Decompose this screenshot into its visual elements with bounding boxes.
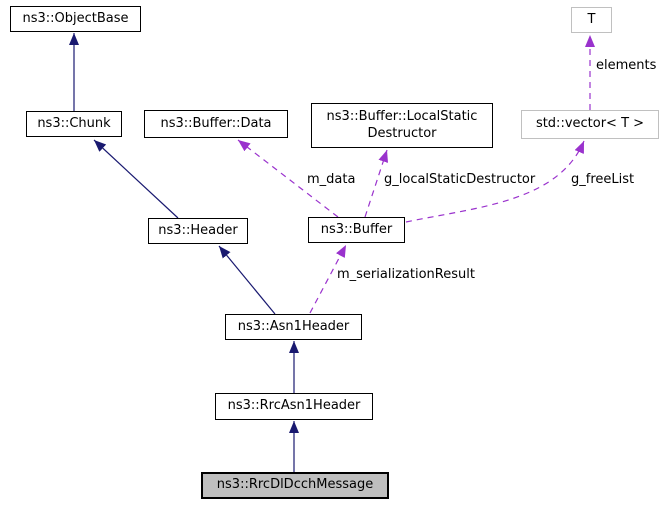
class-node-std-vector-t: std::vector< T > xyxy=(521,110,659,139)
class-node-ns3-rrcdldcchmessage-current: ns3::RrcDlDcchMessage xyxy=(201,472,389,499)
class-node-ns3-header[interactable]: ns3::Header xyxy=(148,218,248,244)
edge-label-g-localstaticdestructor: g_localStaticDestructor xyxy=(384,172,536,187)
edge-header-to-chunk xyxy=(93,139,179,219)
class-node-ns3-objectbase[interactable]: ns3::ObjectBase xyxy=(10,6,141,32)
edge-label-m-serializationresult: m_serializationResult xyxy=(337,267,475,282)
class-node-t: T xyxy=(571,7,612,33)
class-node-ns3-buffer-localstaticdestructor[interactable]: ns3::Buffer::LocalStatic Destructor xyxy=(311,103,493,148)
class-node-ns3-chunk[interactable]: ns3::Chunk xyxy=(26,111,122,137)
class-node-ns3-rrcasn1header[interactable]: ns3::RrcAsn1Header xyxy=(215,393,373,420)
edge-label-elements: elements xyxy=(596,58,657,73)
edge-label-m-data: m_data xyxy=(307,172,356,187)
edge-label-g-freelist: g_freeList xyxy=(571,172,635,187)
class-node-ns3-buffer-data[interactable]: ns3::Buffer::Data xyxy=(144,110,288,138)
class-node-ns3-asn1header[interactable]: ns3::Asn1Header xyxy=(225,314,362,340)
edge-asn1header-to-header xyxy=(218,245,276,315)
class-node-ns3-buffer[interactable]: ns3::Buffer xyxy=(308,217,405,243)
